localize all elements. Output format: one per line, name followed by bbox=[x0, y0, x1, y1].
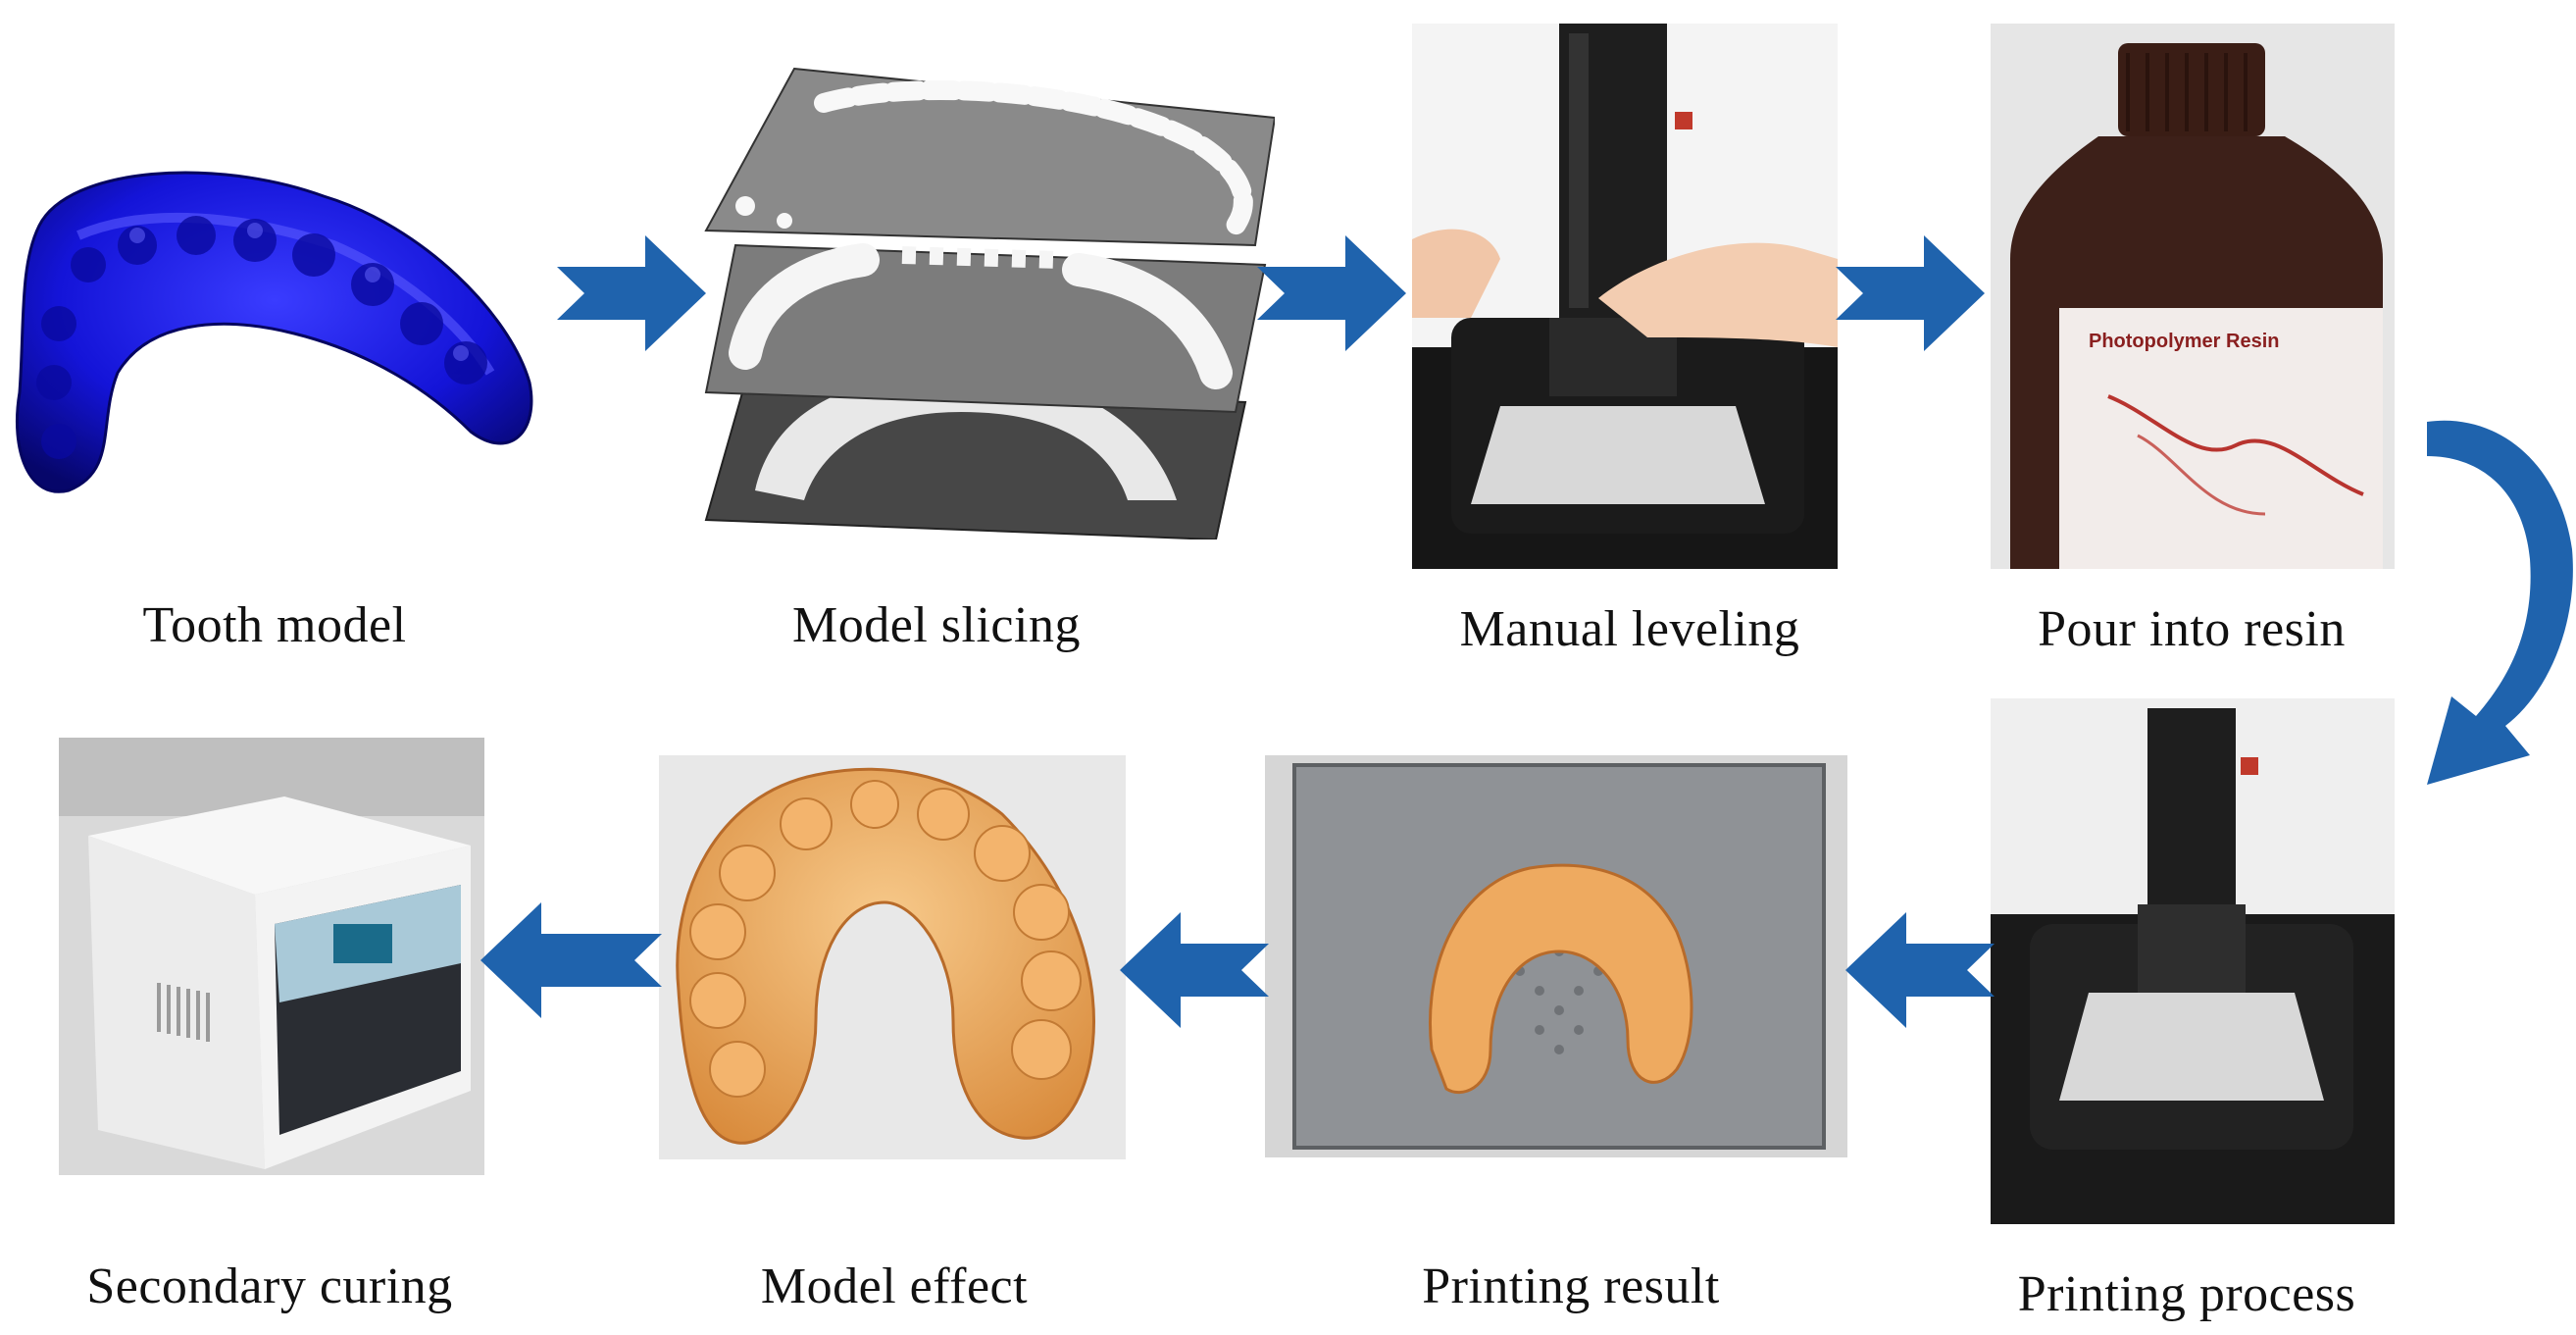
curved-down-arrow-icon bbox=[2427, 402, 2576, 804]
step-label-pour-into-resin: Pour into resin bbox=[2038, 601, 2346, 657]
step-label-model-effect: Model effect bbox=[760, 1258, 1029, 1314]
printing-result-image bbox=[1265, 755, 1847, 1157]
left-arrow-icon bbox=[1120, 912, 1269, 1028]
manual-leveling-image bbox=[1412, 24, 1838, 569]
model-slicing-image bbox=[686, 59, 1275, 539]
secondary-curing-image bbox=[59, 738, 484, 1175]
right-arrow-icon bbox=[1257, 235, 1406, 351]
step-label-manual-leveling: Manual leveling bbox=[1459, 601, 1800, 657]
step-label-tooth-model: Tooth model bbox=[142, 597, 407, 653]
step-label-printing-result: Printing result bbox=[1422, 1258, 1720, 1314]
left-arrow-icon bbox=[1845, 912, 1995, 1028]
printing-process-image bbox=[1991, 698, 2395, 1224]
step-label-secondary-curing: Secondary curing bbox=[86, 1258, 453, 1314]
tooth-model-image bbox=[0, 137, 549, 510]
left-arrow-icon bbox=[480, 902, 662, 1018]
right-arrow-icon bbox=[1836, 235, 1985, 351]
step-label-model-slicing: Model slicing bbox=[792, 597, 1081, 653]
resin-bottle-label: Photopolymer Resin bbox=[2089, 331, 2279, 352]
pour-into-resin-image: Photopolymer Resin bbox=[1991, 24, 2395, 569]
step-label-printing-process: Printing process bbox=[2017, 1266, 2356, 1322]
model-effect-image bbox=[659, 755, 1126, 1159]
right-arrow-icon bbox=[557, 235, 706, 351]
